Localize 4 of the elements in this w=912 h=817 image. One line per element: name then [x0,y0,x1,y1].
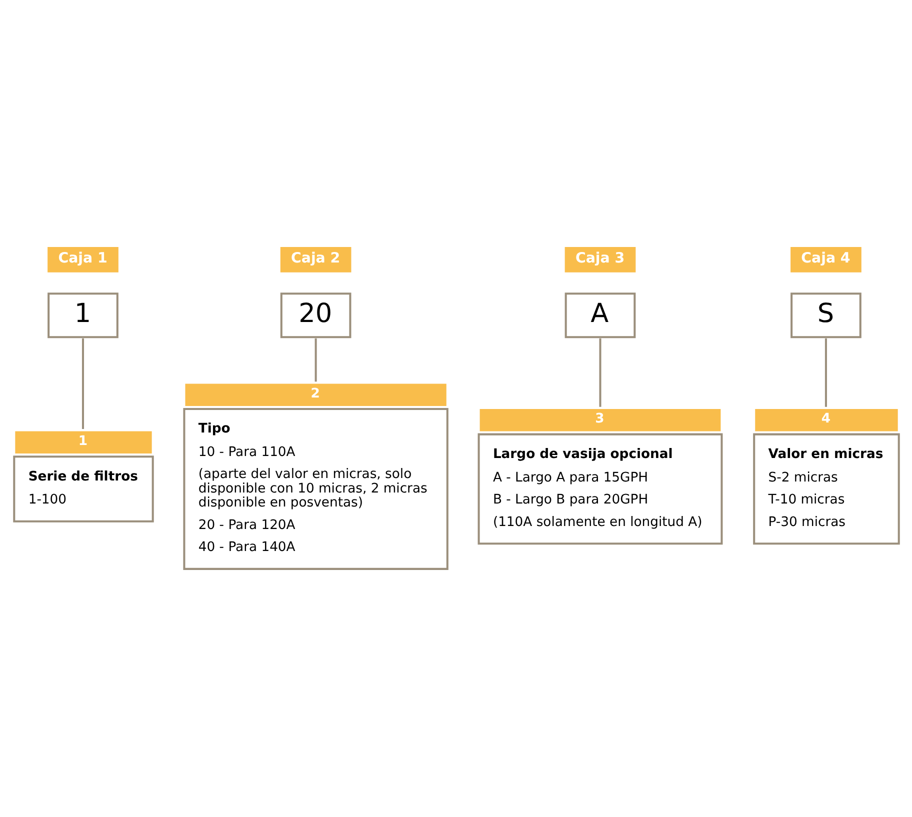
connector [599,338,602,407]
connector [314,338,317,382]
connector [824,338,827,407]
connector [82,338,84,429]
